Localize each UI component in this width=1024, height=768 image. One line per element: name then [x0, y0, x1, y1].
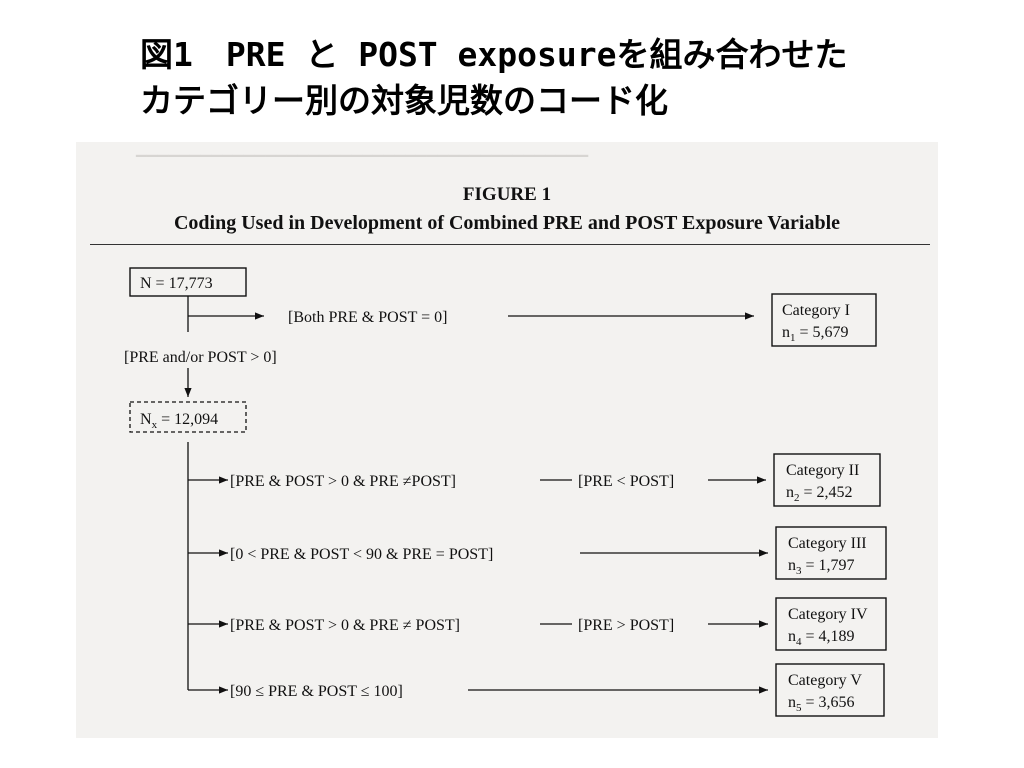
category-2-count: n2 = 2,452 [786, 484, 853, 504]
condition-cat3: [0 < PRE & POST < 90 & PRE = POST] [230, 546, 493, 563]
figure-caption: Coding Used in Development of Combined P… [173, 212, 841, 234]
category-box-2: Category II n2 = 2,452 [773, 453, 881, 507]
category-4-count: n4 = 4,189 [788, 628, 855, 648]
category-4-name: Category IV [788, 606, 868, 623]
category-box-1: Category I n1 = 5,679 [771, 293, 877, 347]
condition-cat4-a: [PRE & POST > 0 & PRE ≠ POST] [230, 617, 460, 634]
category-5-name: Category V [788, 672, 862, 689]
category-1-name: Category I [782, 302, 850, 319]
condition-both-zero: [Both PRE & POST = 0] [288, 309, 447, 326]
category-3-count: n3 = 1,797 [788, 557, 855, 577]
slide-title: 図1 PRE と POST exposureを組み合わせた カテゴリー別の対象児… [140, 32, 980, 124]
category-box-5: Category V n5 = 3,656 [775, 663, 885, 717]
condition-cat2-a: [PRE & POST > 0 & PRE ≠POST] [230, 473, 456, 490]
category-1-count: n1 = 5,679 [782, 324, 849, 344]
bleed-through-texture: ▔▔▔▔▔▔▔▔▔▔▔▔▔▔▔▔▔▔▔▔▔▔▔▔▔▔▔▔▔▔▔▔▔▔▔▔▔▔▔▔… [136, 157, 589, 172]
condition-cat2-b: [PRE < POST] [578, 473, 674, 490]
coding-flowchart: N = 17,773 [Both PRE & POST = 0] [PRE an… [124, 267, 887, 717]
caption-rule [90, 244, 930, 245]
total-node-label: N = 17,773 [140, 275, 213, 292]
category-3-name: Category III [788, 535, 867, 552]
condition-any-positive: [PRE and/or POST > 0] [124, 349, 277, 366]
category-box-4: Category IV n4 = 4,189 [775, 597, 887, 651]
condition-cat4-b: [PRE > POST] [578, 617, 674, 634]
scanned-figure: ▔▔▔▔▔▔▔▔▔▔▔▔▔▔▔▔▔▔▔▔▔▔▔▔▔▔▔▔▔▔▔▔▔▔▔▔▔▔▔▔… [76, 142, 938, 738]
nx-node-label: Nx = 12,094 [140, 411, 218, 431]
condition-cat5: [90 ≤ PRE & POST ≤ 100] [230, 683, 403, 700]
category-box-3: Category III n3 = 1,797 [775, 526, 887, 580]
slide-title-line-1: 図1 PRE と POST exposureを組み合わせた [140, 35, 848, 74]
figure-label: FIGURE 1 [462, 184, 552, 205]
slide-title-line-2: カテゴリー別の対象児数のコード化 [140, 81, 668, 120]
category-5-count: n5 = 3,656 [788, 694, 855, 714]
category-2-name: Category II [786, 462, 859, 479]
nx-node-box [129, 401, 247, 433]
